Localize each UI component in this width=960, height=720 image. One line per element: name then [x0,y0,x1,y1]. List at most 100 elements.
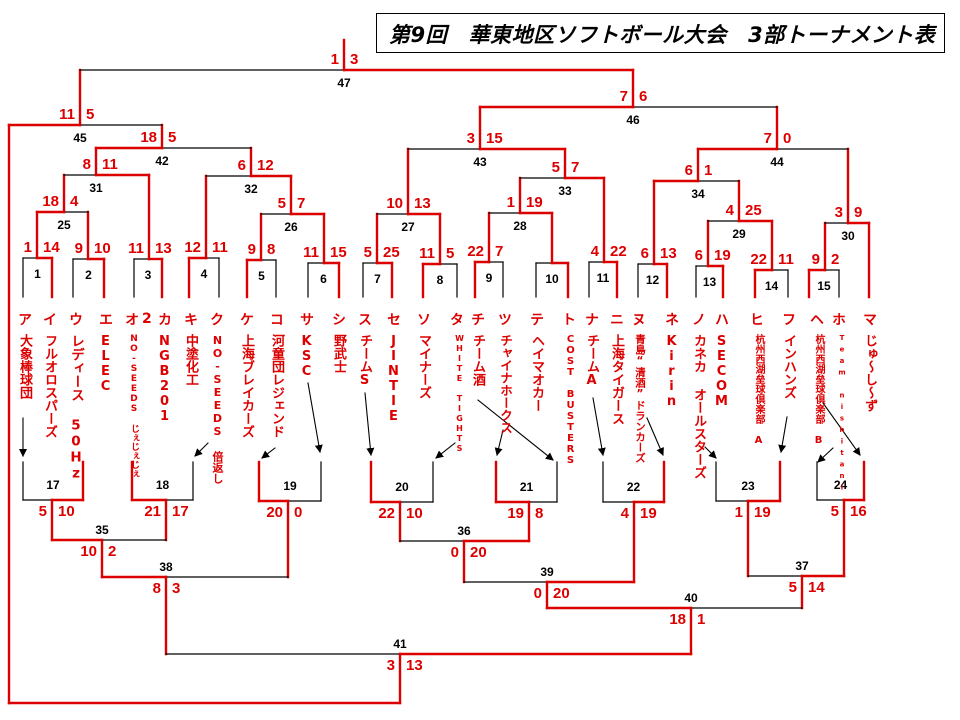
team-name: NO-SEEDS 倍返し [211,334,224,484]
match-number: 8 [437,273,444,287]
score-right: 19 [640,505,657,522]
match-number: 5 [258,269,265,283]
score-left: 0 [451,544,459,561]
match-number: 32 [244,182,258,196]
team-name: Kirin [664,334,679,409]
score-left: 5 [278,195,286,212]
match-number: 44 [770,155,784,169]
team-code: ク [208,312,224,326]
match-number: 24 [834,478,848,492]
team-code: ハ [713,312,729,326]
score-left: 1 [331,51,339,68]
match-number: 18 [156,478,170,492]
score-left: 7 [620,88,628,105]
score-right: 1 [704,162,712,179]
page-title: 第9回 華東地区ソフトボール大会 3部トーナメント表 [389,23,936,47]
match-number: 38 [159,560,173,574]
arrow-icon [261,447,276,459]
stray-label: 2 [142,311,152,327]
score-right: 15 [330,244,347,261]
score-left: 22 [378,505,395,522]
score-right: 7 [571,159,579,176]
score-right: 5 [168,129,176,146]
score-left: 1 [24,239,32,256]
match-number: 6 [320,272,327,286]
team-name: チャイナホークス [498,334,513,434]
score-right: 1 [697,611,705,628]
match-number: 10 [545,272,559,286]
team-name: チームS [357,334,372,388]
match-number: 23 [741,479,755,493]
score-left: 5 [789,579,797,596]
score-right: 14 [43,239,60,256]
score-left: 10 [386,195,403,212]
team-code: ノ [690,312,706,326]
team-name: KSC [299,334,314,379]
team-code: ニ [608,312,624,326]
arrow-icon [494,429,504,456]
arrow-icon [704,446,717,459]
score-left: 4 [726,202,735,219]
score-right: 19 [714,247,731,264]
team-code: シ [330,312,346,326]
score-left: 12 [184,239,201,256]
match-number: 12 [646,273,660,287]
team-code: ヘ [808,312,824,326]
score-left: 18 [140,129,157,146]
score-left: 18 [669,611,686,628]
team-code: カ [156,312,172,326]
team-name: 上海タイガース [609,334,624,425]
score-left: 9 [812,251,820,268]
match-number: 7 [374,272,381,286]
team-name: 野武士 [331,334,346,373]
team-code: サ [298,312,314,326]
score-left: 3 [835,204,843,221]
score-right: 2 [831,251,839,268]
team-code: ケ [238,312,254,326]
team-code: ア [16,312,32,326]
score-left: 11 [303,244,319,261]
score-left: 21 [144,503,161,520]
score-left: 22 [467,243,484,260]
match-number: 47 [337,76,351,90]
match-number: 17 [46,478,60,492]
arrow-icon [822,402,861,456]
match-number: 3 [145,268,152,282]
match-number: 13 [703,275,717,289]
team-code: ヌ [630,312,646,326]
score-left: 5 [831,503,839,520]
score-right: 9 [854,204,862,221]
match-number: 37 [795,559,809,573]
team-code: ホ [830,312,846,326]
score-right: 22 [610,243,627,260]
score-left: 5 [552,159,560,176]
team-code: ソ [415,312,431,326]
score-left: 5 [39,503,47,520]
arrow-icon [194,442,209,457]
match-number: 11 [597,271,610,285]
score-right: 11 [102,156,118,173]
match-number: 26 [284,220,298,234]
team-name: レディース 50Hz [68,334,84,482]
score-right: 10 [58,503,75,520]
team-name: 上海ブレイカーズ [239,334,254,438]
score-left: 6 [238,157,246,174]
score-right: 13 [414,195,431,212]
match-number: 2 [85,268,92,282]
score-left: 4 [621,505,630,522]
match-number: 42 [155,154,169,168]
score-left: 11 [59,106,75,123]
team-name: 杭州西湖垒球倶楽部 A [753,334,764,446]
match-number: 35 [95,523,109,537]
score-right: 12 [257,157,274,174]
team-code: ト [560,312,576,326]
match-number: 27 [401,220,415,234]
team-code: ネ [663,312,679,326]
team-code: ウ [67,312,83,326]
match-number: 28 [513,219,527,233]
team-name: フルオロスパーズ [42,334,57,438]
team-code: エ [97,312,113,326]
score-left: 1 [735,504,743,521]
score-left: 5 [364,244,372,261]
